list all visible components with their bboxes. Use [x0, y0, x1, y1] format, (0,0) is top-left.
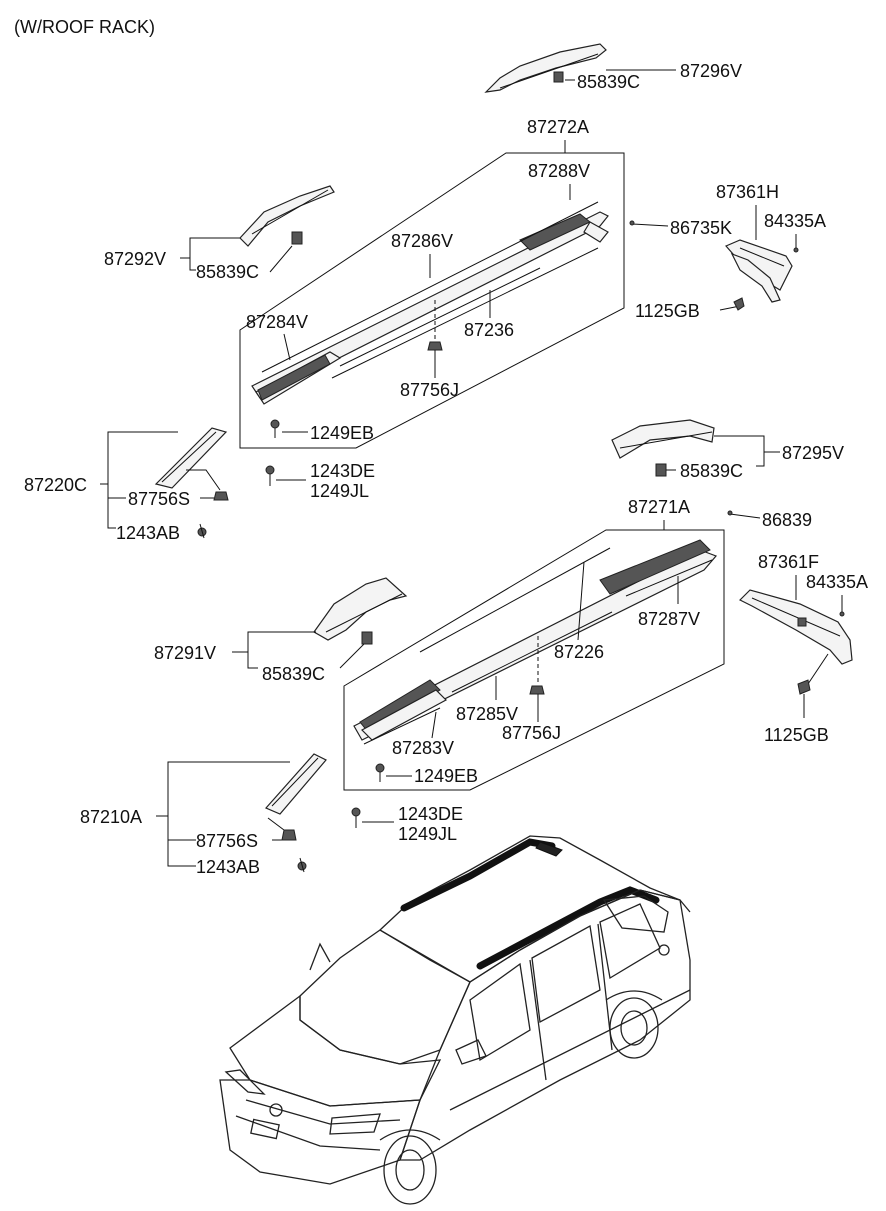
label-87210a: 87210A: [80, 807, 142, 827]
label-85839c-top: 85839C: [577, 72, 640, 92]
label-85839c-middle: 85839C: [680, 461, 743, 481]
lower-assembly-box: [343, 529, 725, 791]
label-87296v: 87296V: [680, 61, 742, 81]
label-87756s-lower: 87756S: [196, 831, 258, 851]
label-1249eb-lower: 1249EB: [414, 766, 478, 786]
part-87220c-pillar-trim: [154, 427, 228, 489]
part-87295v-cover: [611, 419, 715, 477]
screw-1125gb-lower-icon: [797, 679, 811, 695]
clip-icon: [553, 71, 564, 83]
part-87287v-rail-lower: [353, 539, 718, 745]
bolt-1249eb-upper-icon: [270, 419, 280, 438]
label-87361f: 87361F: [758, 552, 819, 572]
label-87288v: 87288V: [528, 161, 590, 181]
label-87220c: 87220C: [24, 475, 87, 495]
label-1243ab-upper: 1243AB: [116, 523, 180, 543]
label-87292v: 87292V: [104, 249, 166, 269]
part-87361h-end-cap: [725, 239, 793, 303]
label-85839c-upper-left: 85839C: [196, 262, 259, 282]
label-86735k: 86735K: [670, 218, 732, 238]
label-1249eb-upper: 1249EB: [310, 423, 374, 443]
clip-87756s-lower-icon: [281, 829, 297, 841]
header-note: (W/ROOF RACK): [14, 17, 155, 37]
label-1125gb-upper: 1125GB: [635, 301, 700, 321]
label-87286v: 87286V: [391, 231, 453, 251]
label-87271a: 87271A: [628, 497, 690, 517]
label-87236: 87236: [464, 320, 514, 340]
label-84335a-lower: 84335A: [806, 572, 868, 592]
bolt-1249eb-lower-icon: [375, 763, 385, 782]
part-87288v-rail-upper: [251, 201, 609, 405]
label-1243de-lower: 1243DE: [398, 804, 463, 824]
part-87291v-cover: [313, 577, 408, 645]
label-87756s-upper: 87756S: [128, 489, 190, 509]
label-1125gb-lower: 1125GB: [764, 725, 829, 745]
label-85839c-lower: 85839C: [262, 664, 325, 684]
label-1243ab-lower: 1243AB: [196, 857, 260, 877]
clip-icon: [655, 463, 667, 477]
label-84335a-upper: 84335A: [764, 211, 826, 231]
clip-icon: [361, 631, 373, 645]
screw-1125gb-upper-icon: [733, 297, 745, 311]
label-87361h: 87361H: [716, 182, 779, 202]
label-87285v: 87285V: [456, 704, 518, 724]
screw-1243ab-upper-icon: [197, 523, 207, 539]
clip-icon: [797, 617, 807, 627]
clip-87756s-upper-icon: [213, 491, 229, 501]
clip-87756j-lower-icon: [529, 685, 545, 695]
label-87756j-upper: 87756J: [400, 380, 459, 400]
label-87756j-lower: 87756J: [502, 723, 561, 743]
clip-icon: [291, 231, 303, 245]
label-1243de-upper: 1243DE: [310, 461, 375, 481]
screw-1243ab-lower-icon: [297, 857, 307, 873]
label-87283v: 87283V: [392, 738, 454, 758]
label-87295v: 87295V: [782, 443, 844, 463]
part-87361f-end-cap: [738, 589, 853, 665]
part-87296v-cover: [484, 43, 607, 93]
label-87226: 87226: [554, 642, 604, 662]
clip-87756j-upper-icon: [427, 341, 443, 351]
label-87291v: 87291V: [154, 643, 216, 663]
vehicle-illustration: [219, 835, 691, 1205]
bolt-1243de-lower-icon: [351, 807, 361, 828]
label-87284v: 87284V: [246, 312, 308, 332]
label-87287v: 87287V: [638, 609, 700, 629]
part-87210a-pillar-trim: [264, 753, 327, 815]
label-1249jl-upper: 1249JL: [310, 481, 369, 501]
label-1249jl-lower: 1249JL: [398, 824, 457, 844]
label-86839: 86839: [762, 510, 812, 530]
label-87272a: 87272A: [527, 117, 589, 137]
part-87292v-cover: [239, 185, 335, 247]
bolt-1243de-upper-icon: [265, 465, 275, 486]
upper-assembly-box: [239, 152, 625, 449]
